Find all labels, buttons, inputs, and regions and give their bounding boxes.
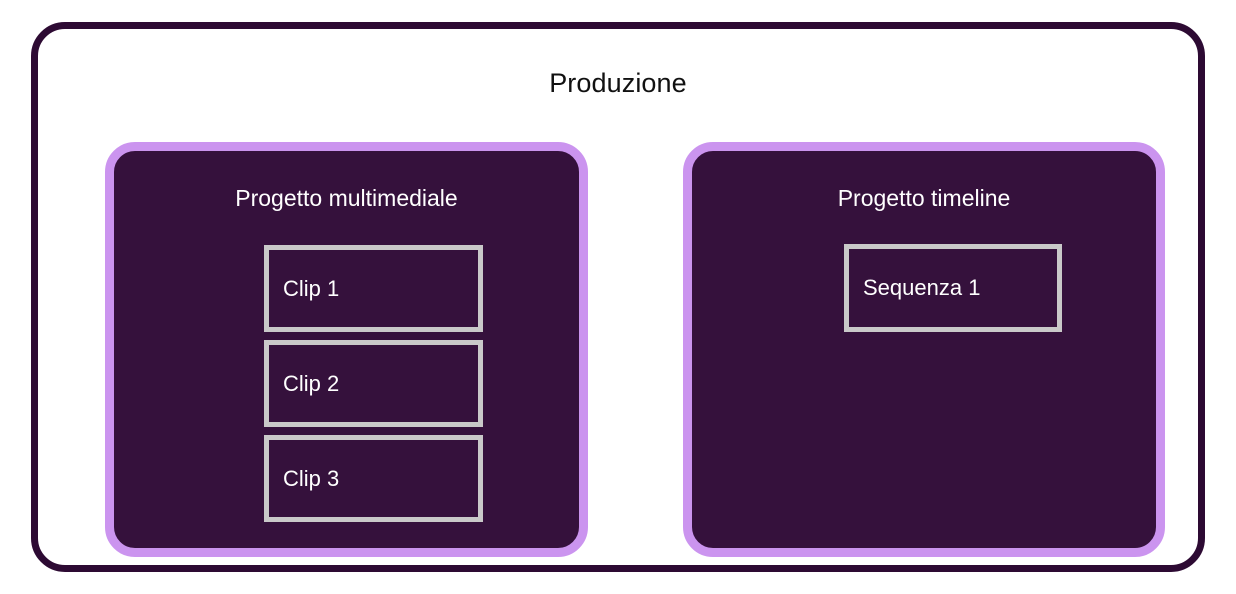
sequence-item-1[interactable]: Sequenza 1 [844,244,1062,332]
panel-timeline-project-title: Progetto timeline [837,185,1011,211]
clip-item-1[interactable]: Clip 1 [264,245,483,332]
clip-item-3-label: Clip 3 [283,465,340,491]
clip-item-1-label: Clip 1 [283,275,340,301]
panel-multimedia-project-title: Progetto multimediale [235,185,458,211]
clip-item-2-label: Clip 2 [283,370,340,396]
clip-item-3[interactable]: Clip 3 [264,435,483,522]
panel-multimedia-project: Progetto multimediale Clip 1 Clip 2 Clip… [105,142,588,557]
sequence-item-1-label: Sequenza 1 [863,275,981,300]
diagram-title: Produzione [549,68,687,98]
panel-timeline-project: Progetto timeline Sequenza 1 [683,142,1165,557]
production-container: Produzione Progetto multimediale Clip 1 … [31,22,1205,572]
clip-item-2[interactable]: Clip 2 [264,340,483,427]
